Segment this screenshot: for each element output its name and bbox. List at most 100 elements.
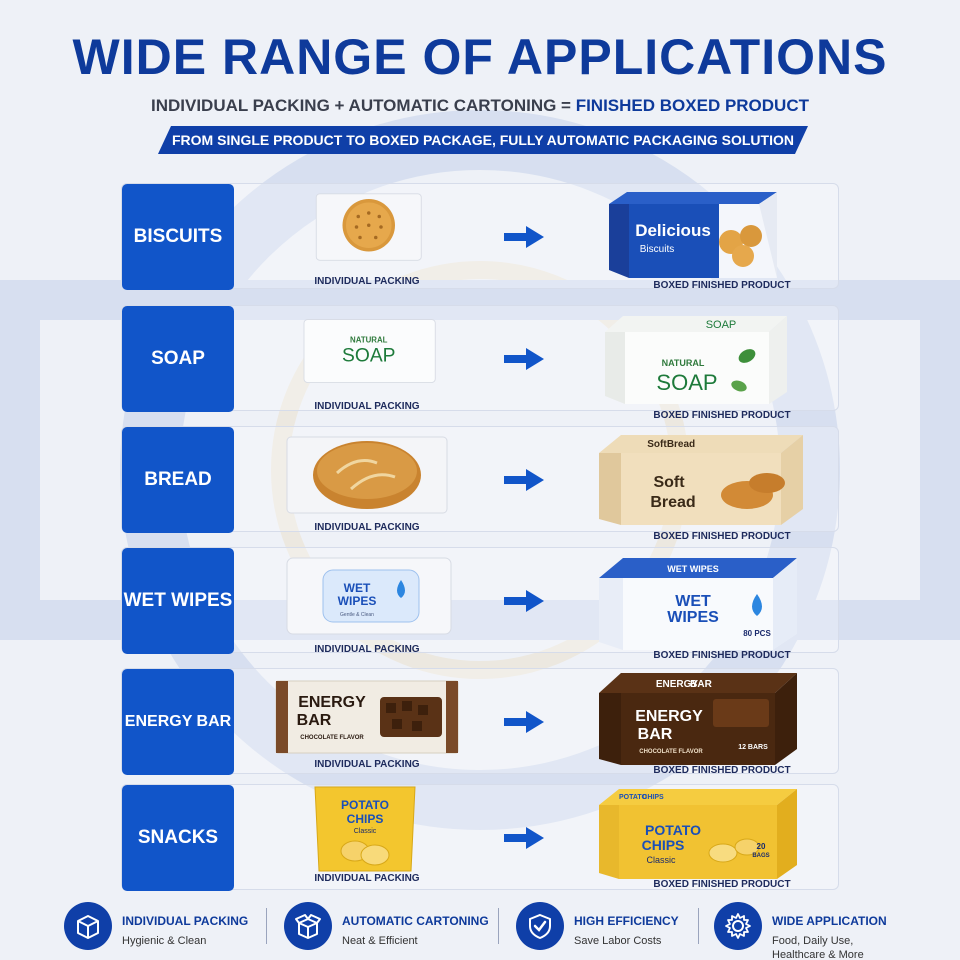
- box-top-text: WET WIPES: [667, 564, 719, 574]
- box-top-text: SOAP: [706, 319, 737, 331]
- box-product-text: SOAP: [656, 370, 717, 395]
- feature-wide-application: WIDE APPLICATION Food, Daily Use, Health…: [714, 902, 914, 960]
- box-flavor-text: CHOCOLATE FLAVOR: [639, 749, 703, 755]
- box-brand-text: Soft: [653, 474, 685, 491]
- box-product-text: Bread: [650, 494, 695, 511]
- chips-box-image: POTATO CHIPS POTATO CHIPS Classic 20 BAG…: [599, 789, 797, 879]
- feature-title: WIDE APPLICATION: [772, 914, 887, 928]
- feature-subtitle-line2: Healthcare & More: [772, 949, 864, 960]
- bread-box-image: Soft Bread Soft Bread: [599, 435, 803, 525]
- row-energy-bar: ENERGY BAR ENERGY BAR CHOCOLATE FLAVOR I…: [121, 668, 839, 776]
- box-count-unit: BAGS: [752, 853, 769, 859]
- arrow-right-icon: [504, 590, 544, 612]
- box-top-text-2: Bread: [667, 439, 695, 450]
- feature-title: AUTOMATIC CARTONING: [342, 914, 489, 928]
- box-label: BOXED FINISHED PRODUCT: [653, 410, 791, 421]
- box-label: BOXED FINISHED PRODUCT: [653, 879, 791, 890]
- chips-pack-image: POTATO CHIPS Classic: [314, 786, 416, 872]
- box-brand-text: ENERGY: [635, 708, 703, 725]
- box-product-text: BAR: [638, 726, 673, 743]
- box-count-text: 80 PCS: [743, 629, 771, 638]
- arrow-right-icon: [504, 827, 544, 849]
- arrow-right-icon: [504, 226, 544, 248]
- divider: [498, 908, 499, 944]
- category-soap: SOAP: [122, 306, 234, 412]
- features-bar: INDIVIDUAL PACKING Hygienic & Clean AUTO…: [0, 896, 960, 960]
- pack-label: INDIVIDUAL PACKING: [314, 873, 420, 884]
- subtitle-result: FINISHED BOXED PRODUCT: [575, 96, 809, 115]
- category-bread: BREAD: [122, 427, 234, 533]
- pack-brand-text: NATURAL: [350, 335, 388, 344]
- box-variant-text: Classic: [646, 855, 676, 865]
- box-top-text-2: CHIPS: [642, 794, 664, 801]
- category-wet-wipes: WET WIPES: [122, 548, 234, 654]
- row-bread: BREAD INDIVIDUAL PACKING Soft Bread Soft…: [121, 426, 839, 542]
- box-icon: [64, 902, 112, 950]
- category-biscuits: BISCUITS: [122, 184, 234, 290]
- feature-subtitle: Hygienic & Clean: [122, 935, 207, 947]
- subtitle-formula: INDIVIDUAL PACKING + AUTOMATIC CARTONING…: [150, 96, 576, 115]
- box-brand-text: Delicious: [635, 221, 711, 240]
- feature-subtitle: Neat & Efficient: [342, 935, 418, 947]
- pack-brand-text: ENERGY: [298, 694, 366, 711]
- box-label: BOXED FINISHED PRODUCT: [653, 650, 791, 661]
- wet-wipes-pack-image: WET WIPES Gentle & Clean: [286, 557, 452, 635]
- box-count-text: 12 BARS: [738, 744, 768, 751]
- pack-brand-text: POTATO: [341, 798, 389, 812]
- feature-title: INDIVIDUAL PACKING: [122, 914, 249, 928]
- box-product-text: CHIPS: [642, 837, 685, 853]
- category-energy-bar: ENERGY BAR: [122, 669, 234, 775]
- pack-product-text: SOAP: [342, 346, 396, 367]
- pack-product-text: WIPES: [338, 594, 377, 608]
- feature-subtitle: Save Labor Costs: [574, 935, 662, 947]
- box-product-text: Biscuits: [640, 244, 674, 255]
- row-soap: SOAP NATURAL SOAP INDIVIDUAL PACKING SOA…: [121, 305, 839, 421]
- pack-label: INDIVIDUAL PACKING: [314, 276, 420, 287]
- pack-label: INDIVIDUAL PACKING: [314, 401, 420, 412]
- page-title: WIDE RANGE OF APPLICATIONS: [72, 29, 888, 85]
- box-product-text: WIPES: [667, 609, 719, 626]
- banner: FROM SINGLE PRODUCT TO BOXED PACKAGE, FU…: [158, 126, 808, 154]
- pack-product-text: CHIPS: [347, 812, 384, 826]
- biscuit-box-image: Delicious Biscuits: [609, 192, 777, 278]
- pack-label: INDIVIDUAL PACKING: [314, 522, 420, 533]
- gear-icon: [714, 902, 762, 950]
- pack-flavor-text: CHOCOLATE FLAVOR: [300, 735, 364, 741]
- box-top-text: Soft: [647, 439, 667, 450]
- soap-box-image: SOAP NATURAL SOAP: [605, 316, 787, 404]
- bread-pack-image: [286, 436, 448, 514]
- pack-variant-text: Classic: [354, 828, 377, 835]
- category-snacks: SNACKS: [122, 785, 234, 891]
- arrow-right-icon: [504, 711, 544, 733]
- pack-label: INDIVIDUAL PACKING: [314, 644, 420, 655]
- feature-title: HIGH EFFICIENCY: [574, 914, 679, 928]
- feature-subtitle: Food, Daily Use, Healthcare & More: [772, 934, 864, 960]
- box-brand-text: POTATO: [645, 822, 701, 838]
- pack-tagline-text: Gentle & Clean: [340, 612, 374, 618]
- box-count-number: 20: [757, 842, 766, 851]
- row-wet-wipes: WET WIPES WET WIPES Gentle & Clean INDIV…: [121, 547, 839, 661]
- box-top-text: ENERGY: [656, 679, 699, 690]
- box-top-text-2: BAR: [690, 679, 712, 690]
- feature-individual-packing: INDIVIDUAL PACKING Hygienic & Clean: [64, 902, 254, 954]
- box-top-text: POTATO: [619, 794, 648, 801]
- box-label: BOXED FINISHED PRODUCT: [653, 765, 791, 776]
- soap-pack-image: NATURAL SOAP: [303, 319, 436, 383]
- energy-bar-box-image: ENERGY BAR ENERGY BAR CHOCOLATE FLAVOR 1…: [599, 673, 797, 765]
- page-subtitle: INDIVIDUAL PACKING + AUTOMATIC CARTONING…: [0, 96, 960, 116]
- feature-subtitle-line1: Food, Daily Use,: [772, 935, 854, 947]
- row-biscuits: BISCUITS INDIVIDUAL PACKING Delicious Bi…: [121, 183, 839, 291]
- feature-automatic-cartoning: AUTOMATIC CARTONING Neat & Efficient: [284, 902, 494, 954]
- arrow-right-icon: [504, 348, 544, 370]
- shield-check-icon: [516, 902, 564, 950]
- box-label: BOXED FINISHED PRODUCT: [653, 531, 791, 542]
- pack-product-text: BAR: [297, 712, 332, 729]
- pack-label: INDIVIDUAL PACKING: [314, 759, 420, 770]
- open-box-icon: [284, 902, 332, 950]
- box-brand-text: NATURAL: [662, 358, 705, 368]
- box-label: BOXED FINISHED PRODUCT: [653, 280, 791, 291]
- energy-bar-pack-image: ENERGY BAR CHOCOLATE FLAVOR: [275, 680, 459, 754]
- box-brand-text: WET: [675, 593, 711, 610]
- wet-wipes-box-image: WET WIPES WET WIPES 80 PCS: [599, 558, 797, 650]
- divider: [266, 908, 267, 944]
